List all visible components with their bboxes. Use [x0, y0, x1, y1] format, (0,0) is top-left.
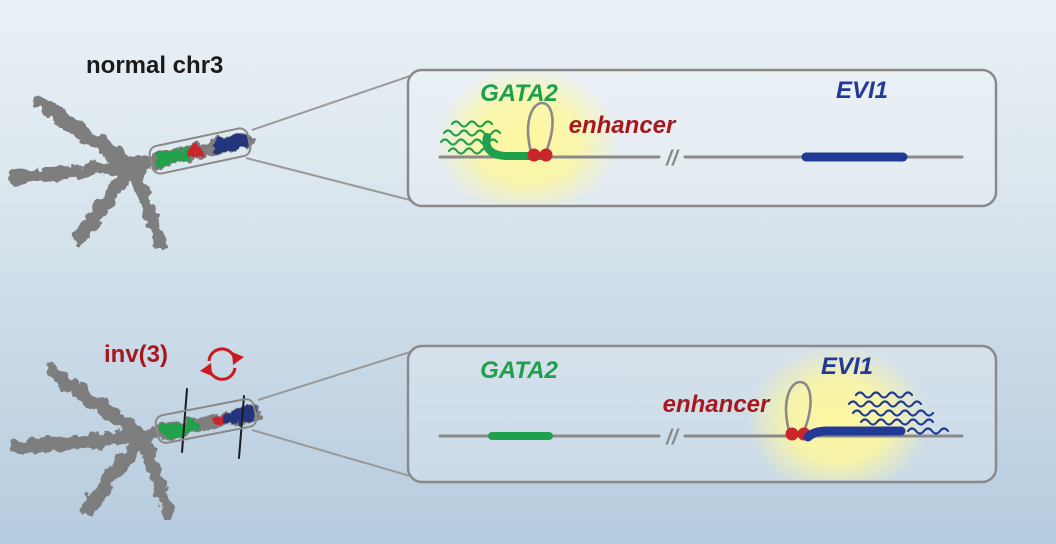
inverted-chromosome — [9, 364, 260, 519]
enhancer-locus-band — [187, 145, 205, 159]
evi1-transcript-squiggles — [847, 391, 950, 435]
zoom-connector-top — [257, 351, 411, 401]
chromosome-arm-texture — [43, 104, 131, 165]
chromosome-arm — [9, 429, 149, 455]
distance-break-symbol: // — [665, 147, 680, 170]
normal-chromosome — [7, 95, 254, 250]
zoom-connector-bottom — [245, 157, 411, 201]
chromosome-arm-texture — [55, 373, 141, 435]
evi1-locus-band — [223, 407, 257, 425]
region-box-inverted — [154, 398, 258, 444]
evi1-locus-band — [212, 135, 250, 154]
enhancer-dot — [539, 148, 553, 162]
zoom-connector-top — [251, 75, 411, 131]
gata2-label-normal: GATA2 — [480, 80, 558, 107]
chromosome-arm-texture — [89, 437, 149, 507]
gata2-locus-band — [154, 148, 193, 166]
expression-glow-gata2 — [435, 72, 619, 204]
enhancer-label-normal: enhancer — [569, 112, 677, 139]
gata2-label-inverted: GATA2 — [480, 357, 558, 384]
zoom-panel-inverted-content — [438, 348, 964, 480]
enhancer-loop — [526, 101, 554, 153]
enhancer-dot — [785, 427, 799, 441]
chromosome-arm-texture — [81, 167, 139, 237]
enhancer-loop — [784, 380, 812, 432]
chromosome-arm — [137, 431, 175, 519]
evi1-label-normal: EVI1 — [836, 77, 888, 104]
zoom-panel-normal-content — [435, 72, 964, 204]
chromosome-arm — [127, 161, 167, 250]
enhancer-dot — [527, 148, 541, 162]
chromosome-arm — [7, 159, 139, 185]
region-box-normal — [148, 127, 252, 175]
evi1-gene-body — [803, 426, 906, 442]
normal-chromosome-label: normal chr3 — [86, 52, 223, 79]
evi1-label-inverted: EVI1 — [821, 353, 873, 380]
gata2-locus-band — [161, 420, 199, 437]
gata2-gene-body — [482, 133, 551, 160]
inversion-label: inv(3) — [104, 341, 168, 368]
distance-break-symbol: // — [665, 426, 680, 449]
breakpoint-lines — [181, 388, 245, 459]
enhancer-label-inverted: enhancer — [663, 391, 771, 418]
expression-glow-evi1 — [746, 348, 930, 480]
inversion-rotation-icon — [200, 347, 244, 381]
zoom-connector-bottom — [251, 429, 411, 477]
